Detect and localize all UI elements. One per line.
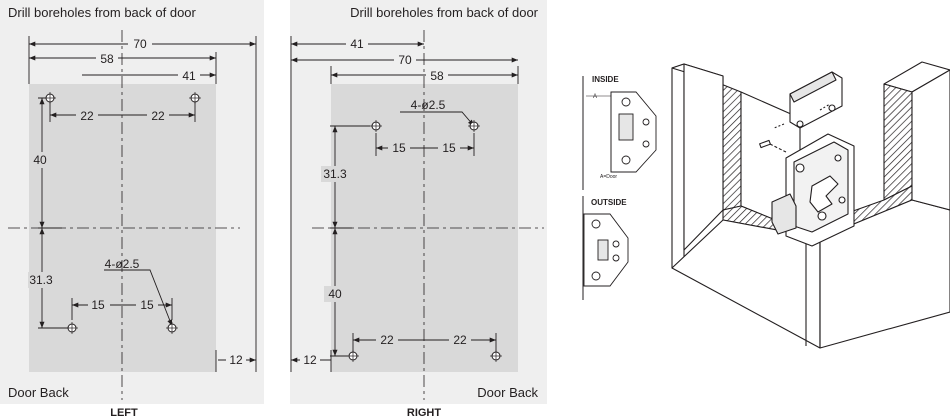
left-template: Drill boreholes from back of door Door B…	[0, 0, 264, 418]
inside-hinge-sketch	[610, 91, 657, 173]
right-caption: RIGHT	[407, 407, 442, 418]
strike-plate	[773, 71, 843, 129]
right-dim-15b: 15	[442, 141, 456, 155]
screw	[759, 139, 787, 153]
left-dim-22b: 22	[151, 109, 165, 123]
left-dim-15a: 15	[91, 298, 105, 312]
door-label: A=Door	[600, 174, 617, 180]
right-template: Drill boreholes from back of door Door B…	[290, 0, 547, 418]
lock-body	[771, 133, 855, 247]
right-dim-31-3: 31.3	[323, 167, 347, 181]
right-dim-12: 12	[303, 353, 317, 367]
left-dim-40: 40	[33, 153, 47, 167]
right-dim-40: 40	[328, 287, 342, 301]
right-title: Drill boreholes from back of door	[350, 5, 539, 20]
outside-hinge-sketch	[583, 213, 629, 287]
right-dim-22a: 22	[380, 333, 394, 347]
right-dim-15a: 15	[392, 141, 406, 155]
mounting-inset: INSIDE A A=Door OUTSIDE	[582, 75, 657, 300]
left-dim-12: 12	[229, 353, 243, 367]
a-label: A	[593, 94, 597, 100]
left-dim-22a: 22	[80, 109, 94, 123]
left-footer: Door Back	[8, 385, 69, 400]
right-hole-spec: 4-ø2.5	[411, 98, 446, 112]
right-dim-41: 41	[350, 37, 364, 51]
right-dim-70: 70	[398, 53, 412, 67]
left-title: Drill boreholes from back of door	[8, 5, 197, 20]
left-caption: LEFT	[110, 407, 138, 418]
left-dim-15b: 15	[140, 298, 154, 312]
left-dim-31-3: 31.3	[29, 273, 53, 287]
left-dim-70: 70	[133, 37, 147, 51]
left-dim-58: 58	[100, 52, 114, 66]
right-footer: Door Back	[477, 385, 538, 400]
right-hole-leader	[400, 111, 475, 127]
outside-label: OUTSIDE	[591, 198, 627, 207]
left-hole-spec: 4-ø2.5	[105, 257, 140, 271]
inside-label: INSIDE	[592, 75, 619, 84]
left-dim-41: 41	[182, 69, 196, 83]
right-dim-58: 58	[430, 69, 444, 83]
left-hole-leader	[104, 269, 173, 327]
cabinet-isometric-illustration	[671, 61, 950, 349]
right-dim-22b: 22	[453, 333, 467, 347]
